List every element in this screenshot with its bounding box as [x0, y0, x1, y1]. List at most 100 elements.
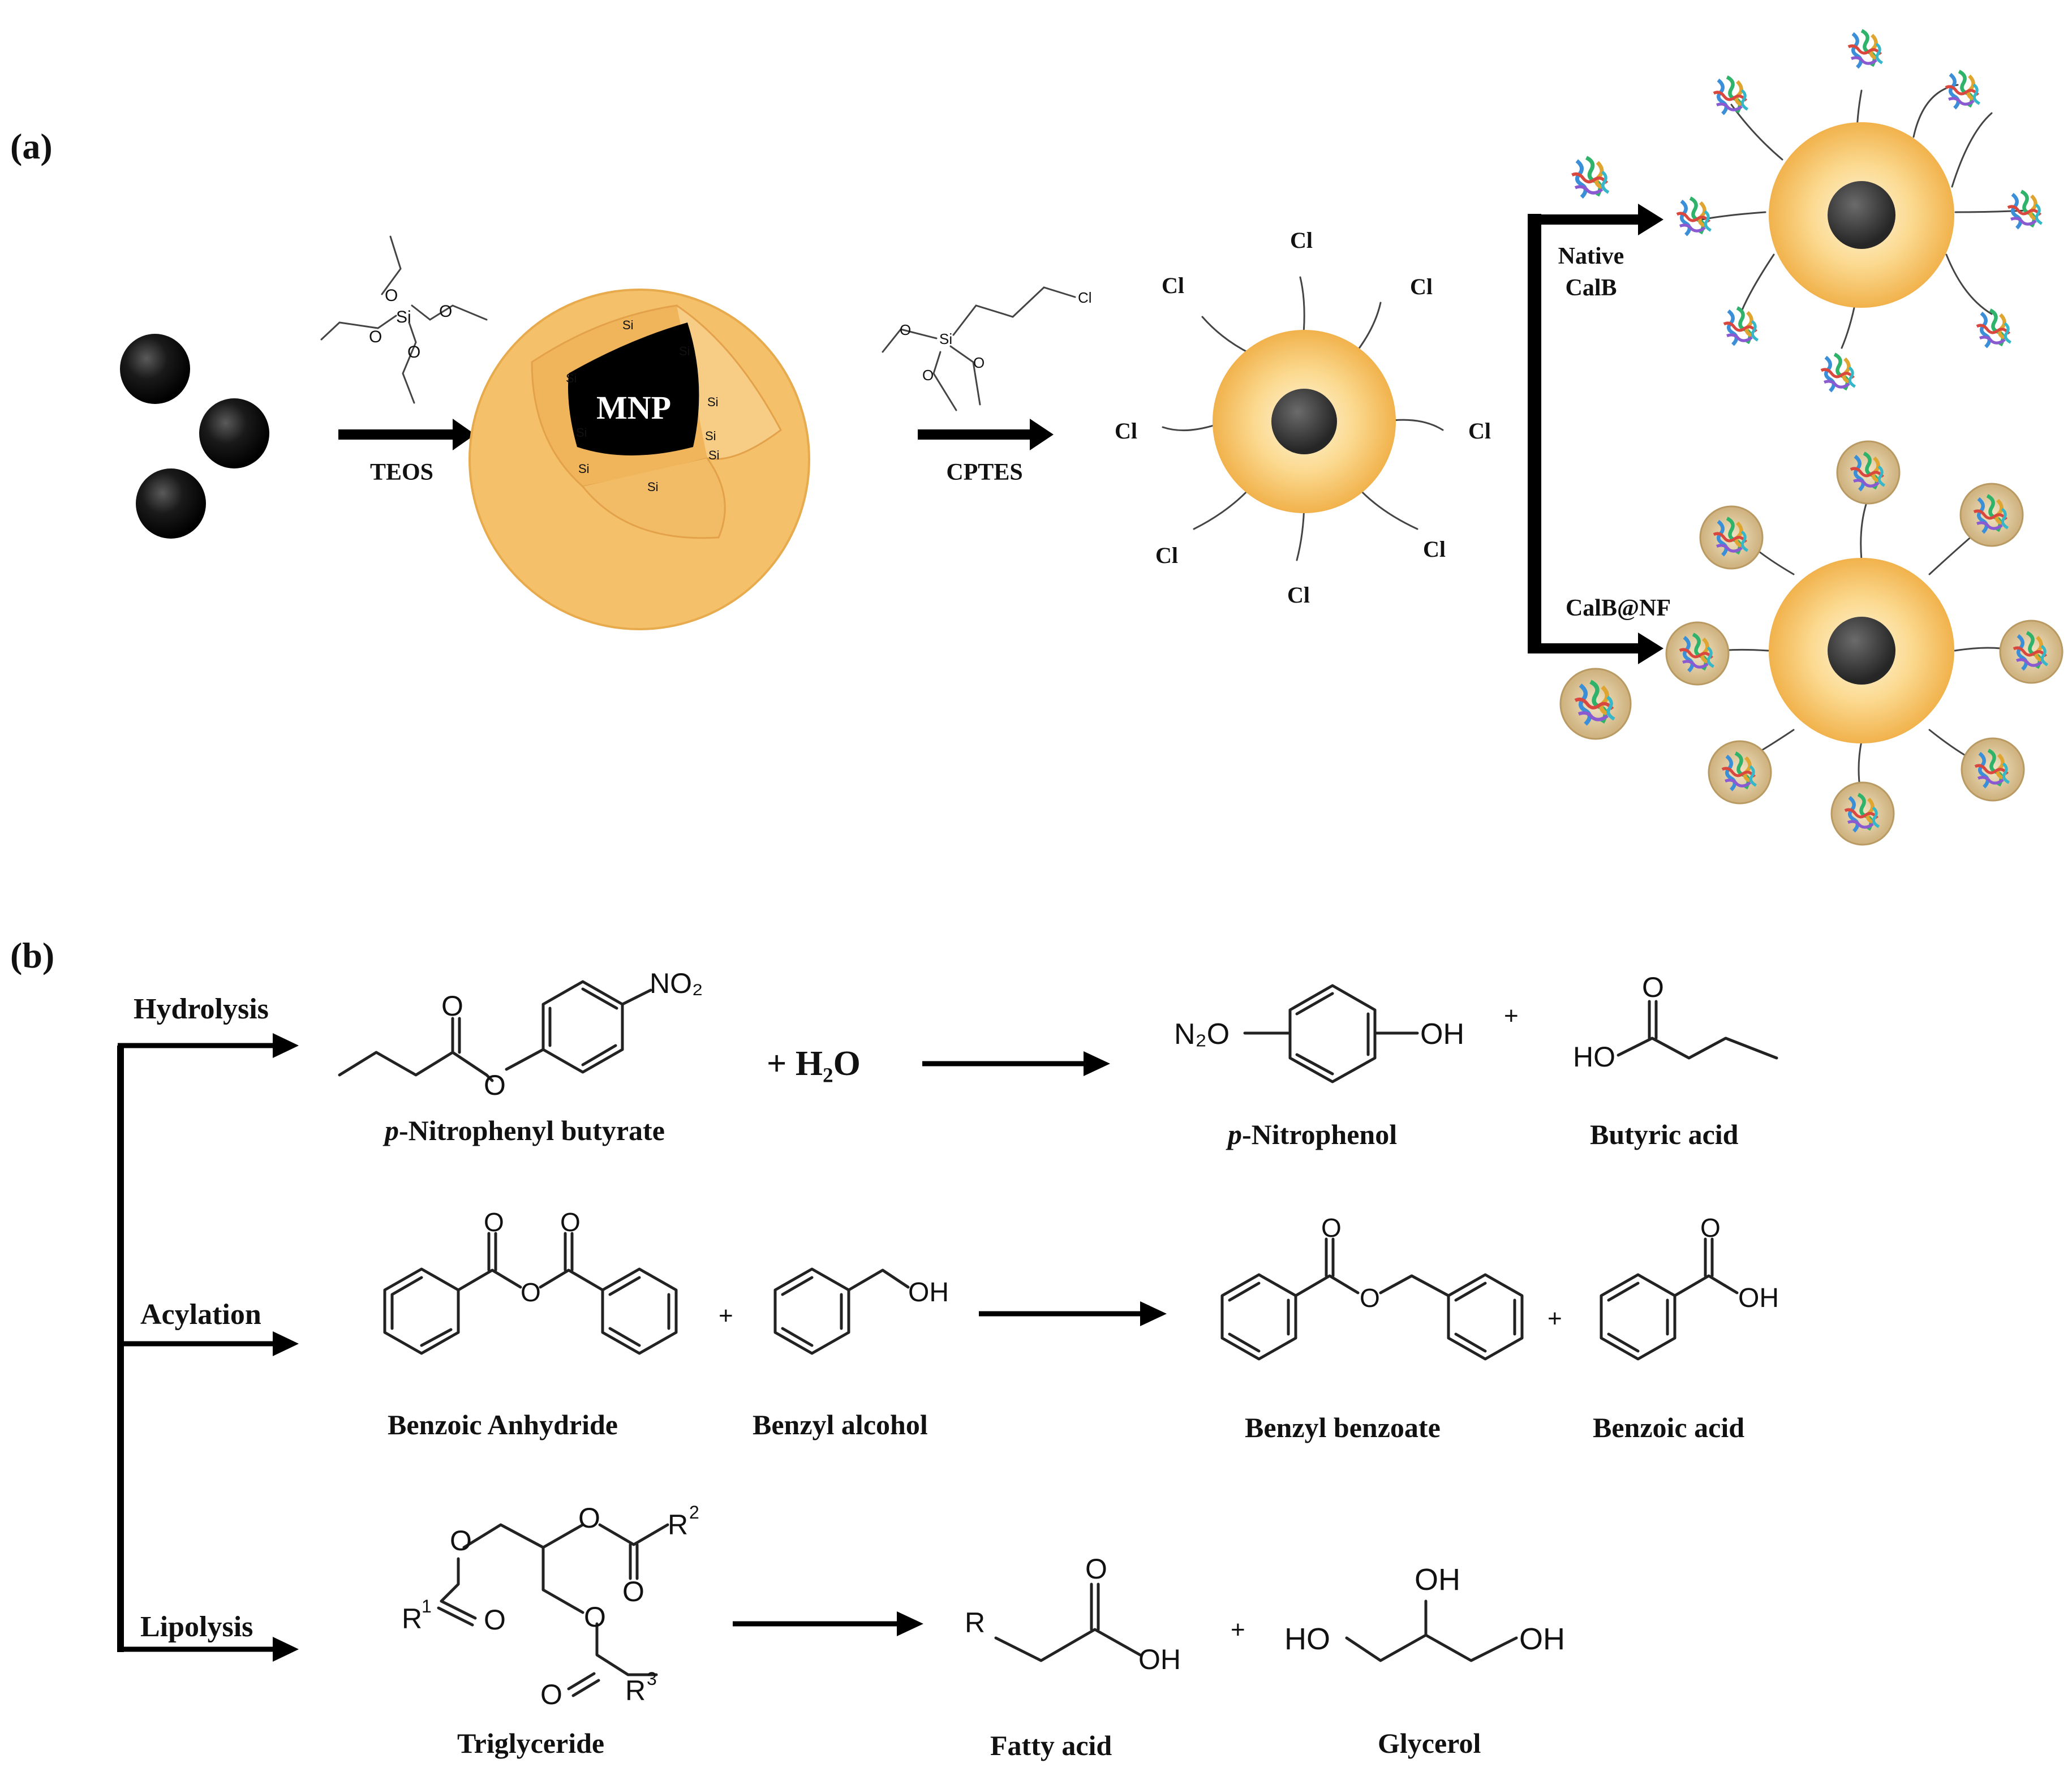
benzoic-anhydride-name: Benzoic Anhydride — [388, 1409, 618, 1440]
atom-o: O — [1360, 1283, 1380, 1313]
cptes-cl: Cl — [1078, 289, 1092, 306]
cl-label: Cl — [1115, 418, 1137, 444]
native-calb-particle — [1677, 31, 2042, 391]
atom-o: O — [484, 1069, 506, 1101]
bare-mnp — [199, 398, 269, 468]
si-label: Si — [576, 425, 587, 440]
pnp-butyrate-italic: p — [382, 1115, 399, 1146]
calb-nf-particle — [1665, 440, 2064, 846]
enzyme-icon — [1821, 354, 1855, 391]
pnp-butyrate-structure: O O NO₂ — [338, 967, 703, 1101]
si-label: Si — [705, 429, 716, 443]
native-label-line2: CalB — [1565, 275, 1617, 301]
atom-o: O — [441, 990, 463, 1022]
atom-o: O — [560, 1207, 581, 1237]
atom-r3-sup: 3 — [647, 1668, 657, 1689]
calb-nf-icon — [1559, 668, 1632, 740]
si-label: Si — [707, 395, 719, 409]
nanoflower-icon — [1836, 440, 1901, 505]
atom-ho: HO — [1573, 1041, 1615, 1073]
teos-si: Si — [396, 308, 411, 326]
atom-o: O — [450, 1525, 472, 1556]
hydrolysis-label: Hydrolysis — [134, 993, 269, 1025]
cptes-si: Si — [939, 330, 952, 347]
benzyl-benzoate-name: Benzyl benzoate — [1245, 1412, 1441, 1443]
atom-oh: OH — [1420, 1018, 1464, 1051]
mnp-label: MNP — [596, 389, 671, 426]
cl-label: Cl — [1290, 227, 1313, 253]
atom-o: O — [584, 1601, 606, 1633]
atom-o: O — [1321, 1213, 1342, 1242]
benzoic-anhydride-structure: O O O — [383, 1207, 678, 1355]
p-nitrophenol-name: p-Nitrophenol — [1226, 1119, 1397, 1150]
enzyme-icon — [2008, 191, 2042, 228]
atom-r2-sup: 2 — [689, 1502, 699, 1523]
benzyl-alcohol-name: Benzyl alcohol — [753, 1409, 928, 1440]
enzyme-icon — [1977, 310, 2011, 347]
benzoic-acid-name: Benzoic acid — [1593, 1412, 1744, 1443]
benzyl-benzoate-structure: O O — [1220, 1213, 1524, 1361]
cl-label: Cl — [1468, 418, 1491, 444]
butyric-acid-name: Butyric acid — [1590, 1119, 1739, 1150]
atom-oh: OH — [1738, 1283, 1779, 1313]
si-label: Si — [622, 318, 634, 332]
nanoflower-icon — [1708, 740, 1772, 805]
atom-ho: HO — [1284, 1622, 1330, 1656]
teos-o-right: O — [439, 302, 452, 321]
atom-o: O — [1700, 1213, 1721, 1242]
si-label: Si — [578, 462, 590, 476]
bare-mnp — [120, 334, 190, 404]
magnetic-core — [1828, 181, 1895, 249]
teos-o-bottom: O — [407, 343, 420, 362]
p-nitrophenol-rest: -Nitrophenol — [1242, 1119, 1397, 1150]
fatty-acid-structure: R O OH — [965, 1553, 1181, 1675]
cl-label: Cl — [1287, 582, 1310, 608]
atom-o: O — [484, 1604, 506, 1636]
panel-a-label: (a) — [10, 126, 53, 166]
benzyl-alcohol-structure: OH — [773, 1267, 949, 1355]
atom-r3: R — [625, 1675, 646, 1706]
atom-r: R — [965, 1607, 985, 1639]
atom-o: O — [540, 1679, 562, 1710]
atom-oh: OH — [1415, 1563, 1460, 1597]
cptes-o: O — [973, 354, 985, 371]
teos-o-top: O — [385, 286, 398, 305]
glycerol-structure: HO OH OH — [1284, 1563, 1565, 1662]
triglyceride-name: Triglyceride — [457, 1727, 604, 1759]
enzyme-icon — [1724, 308, 1758, 345]
atom-r1-sup: 1 — [422, 1596, 432, 1616]
nanoflower-icon — [1665, 621, 1730, 686]
nf-label: CalB@NF — [1566, 595, 1671, 621]
pnp-butyrate-name: p-Nitrophenyl butyrate — [382, 1115, 665, 1146]
si-label: Si — [647, 480, 659, 494]
p-nitrophenol-structure: N₂O OH — [1174, 984, 1464, 1083]
si-label: Si — [708, 448, 720, 462]
enzyme-icon — [1946, 71, 1980, 108]
triglyceride-structure: O O O O O O R 1 R 2 R 3 — [402, 1502, 699, 1710]
atom-o: O — [622, 1576, 644, 1607]
glycerol-name: Glycerol — [1378, 1727, 1481, 1759]
bare-mnp — [136, 468, 206, 539]
native-calb-icon — [1572, 158, 1608, 197]
plus-sign: + — [1504, 1002, 1519, 1030]
nanoflower-icon — [1959, 483, 2024, 547]
panel-b-label: (b) — [10, 935, 54, 975]
nanoflower-icon — [1699, 505, 1764, 570]
benzoic-acid-structure: O OH — [1600, 1213, 1779, 1361]
p-nitrophenol-italic: p — [1226, 1119, 1242, 1150]
cptes-structure: O Si O O Cl — [882, 286, 1092, 411]
native-arrowhead — [1638, 204, 1663, 235]
atom-r1: R — [402, 1603, 422, 1635]
atom-o: O — [1085, 1553, 1107, 1585]
nanoflower-icon — [1830, 781, 1895, 846]
chloro-particle: Cl Cl Cl Cl Cl Cl Cl Cl — [1115, 227, 1491, 608]
atom-r2: R — [668, 1509, 688, 1541]
cl-label: Cl — [1162, 273, 1184, 298]
atom-oh: OH — [1519, 1622, 1565, 1656]
atom-oh: OH — [1138, 1644, 1181, 1675]
lipolysis-label: Lipolysis — [140, 1611, 253, 1643]
cptes-o: O — [900, 321, 911, 338]
si-label: Si — [679, 344, 690, 358]
